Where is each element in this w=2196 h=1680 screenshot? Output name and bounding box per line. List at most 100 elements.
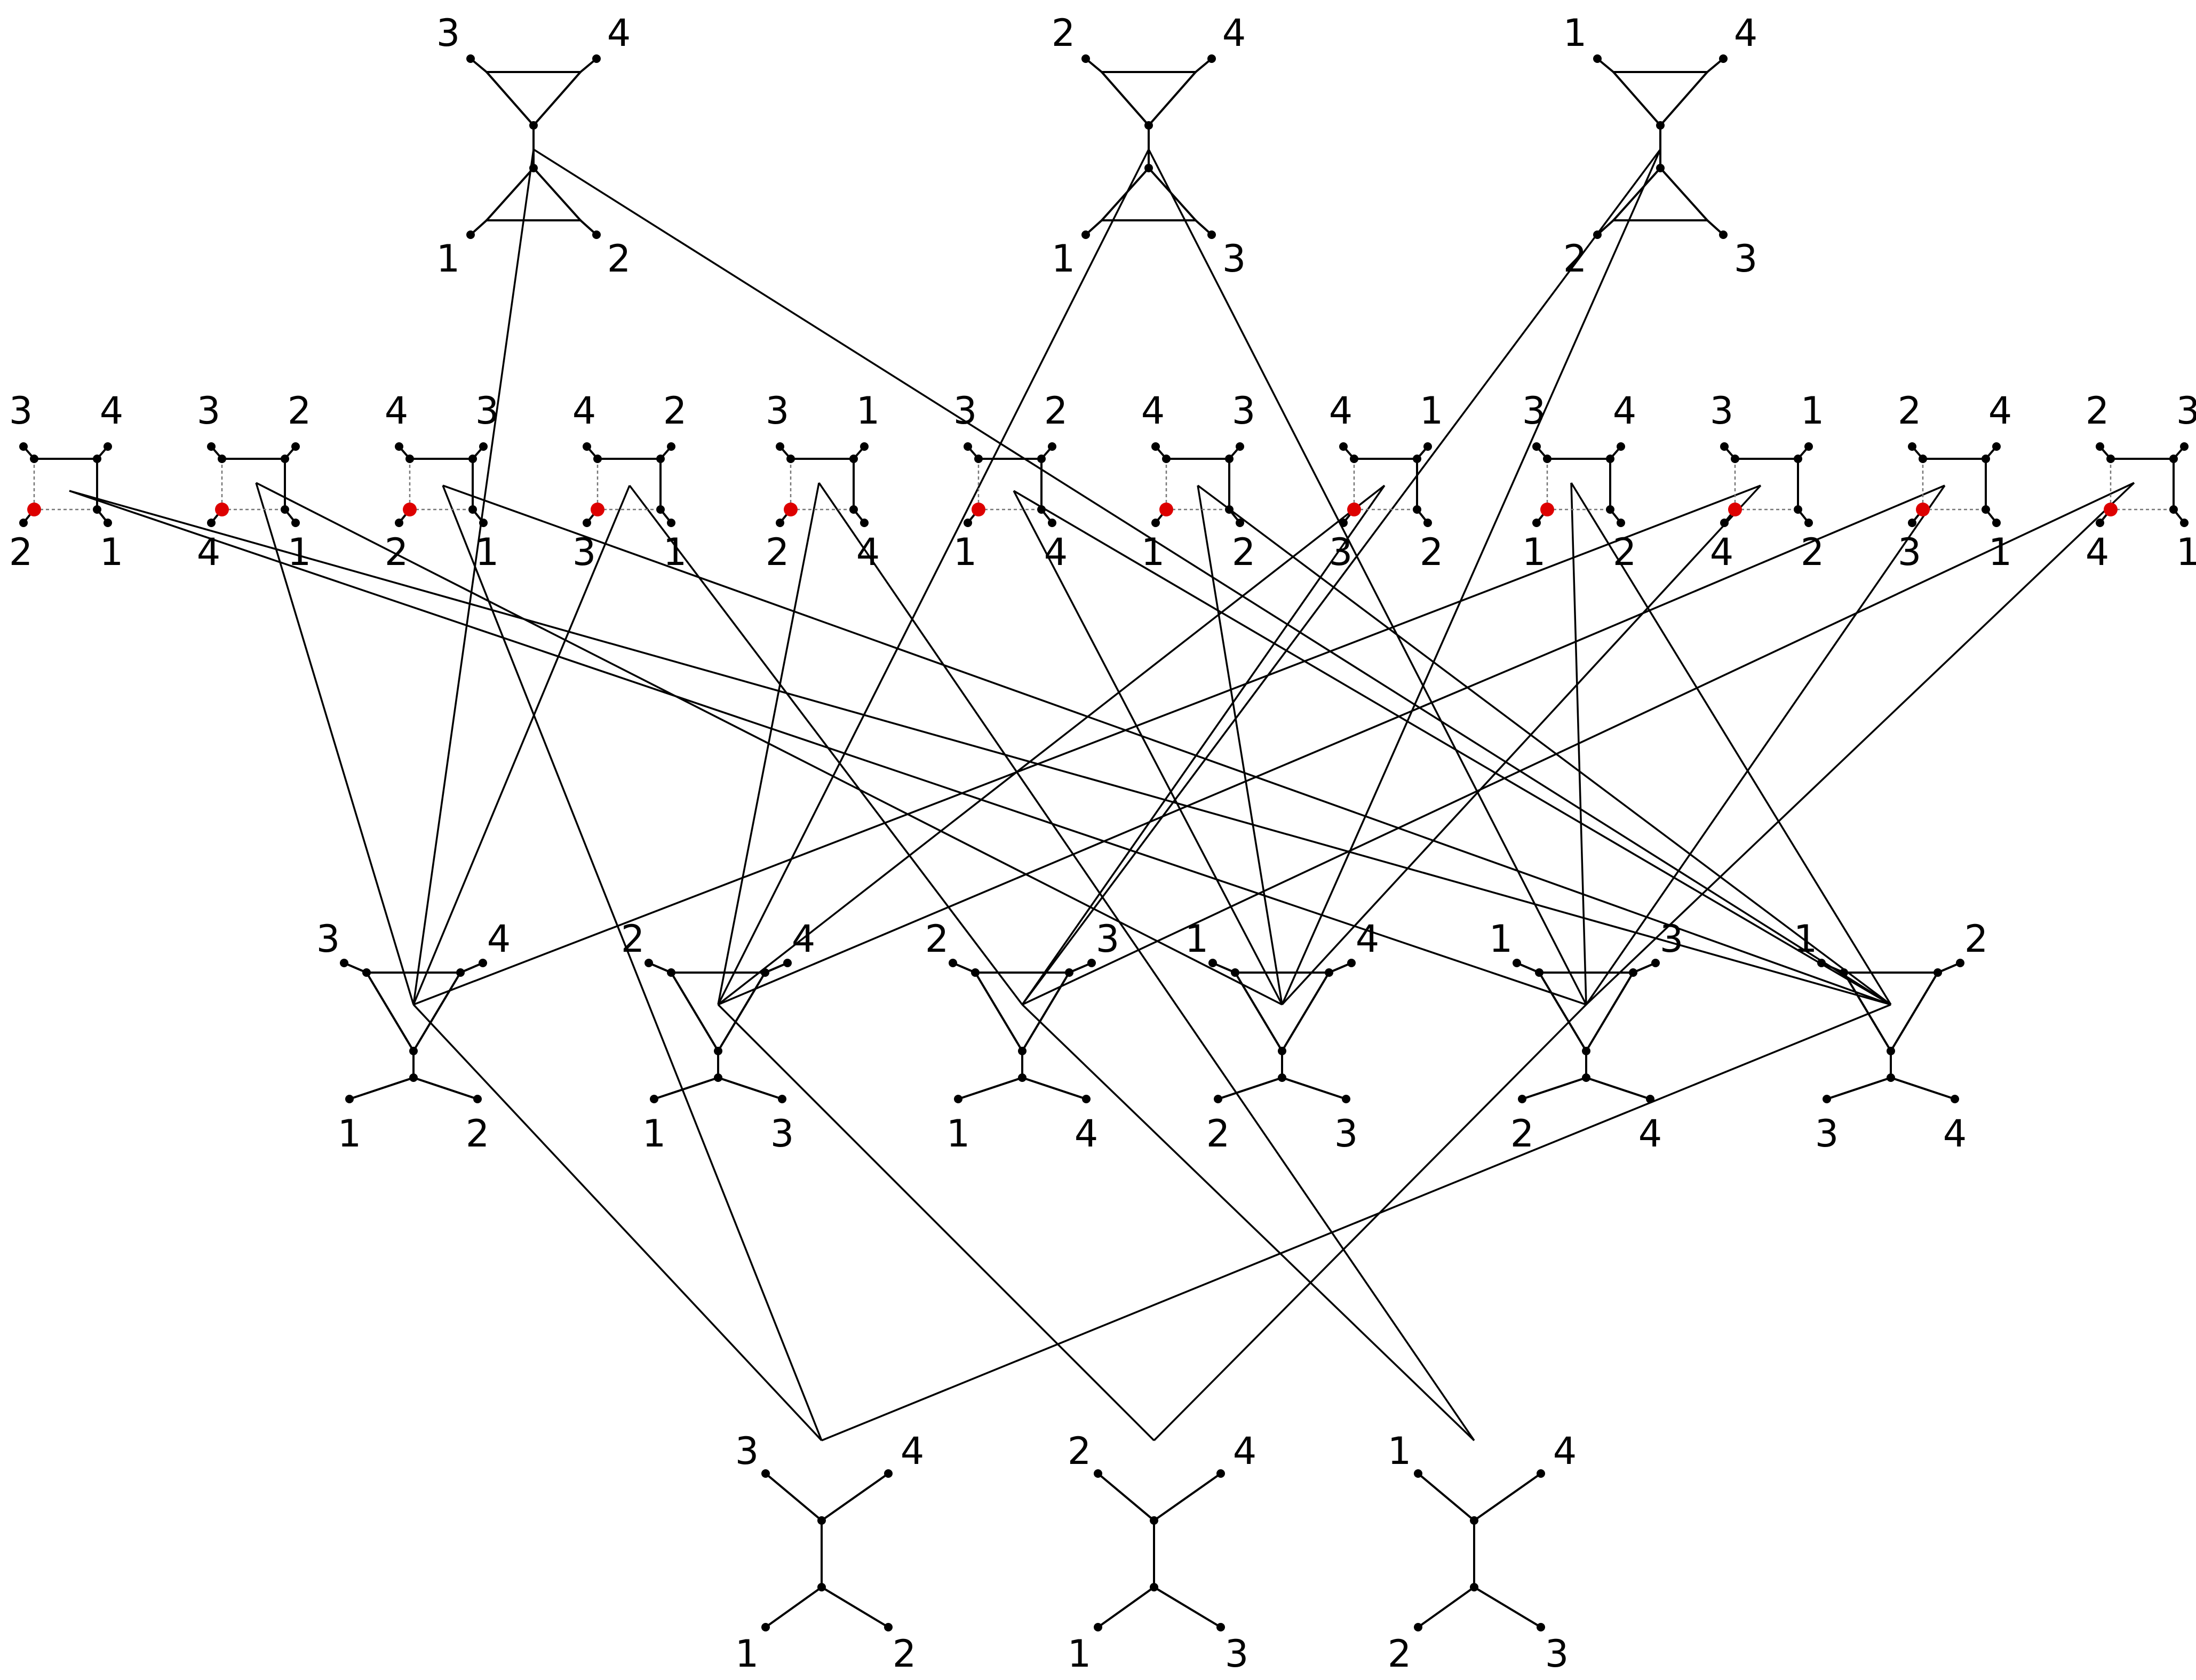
leaf-label: 3 [1096, 917, 1120, 961]
leaf-label: 3 [1734, 237, 1758, 281]
tree-node [714, 1073, 722, 1082]
tree-node [1144, 121, 1153, 130]
leaf-label: 1 [475, 530, 499, 574]
tree-node [468, 505, 477, 514]
leaf-label: 4 [1329, 389, 1353, 433]
leaf-label: 2 [1613, 530, 1637, 574]
leaf-label: 2 [1898, 389, 1922, 433]
connection-line [717, 149, 1150, 1005]
tree-node [1207, 230, 1216, 239]
tree-node [340, 959, 348, 967]
tree-node [1216, 1623, 1225, 1631]
tree-node [1731, 455, 1739, 463]
leaf-label: 3 [572, 530, 596, 574]
connection-line [255, 482, 415, 1005]
tree-node [1646, 1095, 1654, 1103]
tree-node [1887, 1047, 1895, 1055]
tree-node [884, 1623, 893, 1631]
leaf-label: 1 [642, 1112, 666, 1156]
tree-node [93, 505, 101, 514]
tree-node [1470, 1583, 1478, 1591]
connection-line [442, 484, 1891, 1006]
tree-node [1018, 1073, 1027, 1082]
tree-node [1048, 442, 1056, 451]
leaf-label: 4 [792, 917, 816, 961]
tree-node [593, 455, 602, 463]
tree-node [778, 1095, 786, 1103]
tree-edge [765, 1472, 823, 1522]
tree-node [776, 519, 784, 527]
leaf-label: 4 [1222, 11, 1246, 55]
tree-node [479, 959, 487, 967]
leaf-label: 2 [893, 1632, 917, 1676]
leaf-label: 1 [856, 389, 880, 433]
tree-edge [1417, 1586, 1475, 1628]
leaf-label: 2 [1510, 1112, 1534, 1156]
tree-edge [1890, 972, 1939, 1052]
tree-node [93, 455, 101, 463]
leaf-label: 2 [925, 917, 949, 961]
tree-node [1423, 442, 1432, 451]
tree-node [1719, 54, 1728, 63]
tree-node [1617, 519, 1625, 527]
marked-node [1916, 503, 1930, 516]
tree-node [964, 519, 972, 527]
connection-line [718, 484, 1945, 1006]
tree-edge [348, 1077, 415, 1100]
tree-node [1236, 442, 1244, 451]
tree-node [2096, 442, 2104, 451]
leaf-label: 3 [766, 389, 790, 433]
tree-node [1651, 959, 1660, 967]
leaf-label: 2 [1420, 530, 1444, 574]
marked-node [215, 503, 229, 516]
tree-node [667, 442, 675, 451]
tree-node [1150, 1516, 1158, 1525]
leaf-label: 1 [735, 1632, 759, 1676]
tree-edge [974, 972, 1023, 1052]
tree-node [1720, 519, 1729, 527]
tree-node [583, 519, 591, 527]
leaf-label: 2 [607, 237, 631, 281]
tree-node [468, 455, 477, 463]
tree-node [362, 968, 371, 977]
tree-node [860, 519, 869, 527]
tree-node [1513, 959, 1521, 967]
tree-node [405, 455, 414, 463]
tree-edge [821, 1472, 889, 1522]
tree-node [1908, 442, 1916, 451]
leaf-label: 2 [288, 389, 312, 433]
tree-node [1151, 442, 1160, 451]
tree-node [1992, 442, 2001, 451]
connection-line [1281, 149, 1661, 1005]
tree-node [1794, 455, 1802, 463]
tree-edge [1101, 71, 1150, 126]
leaf-label: 3 [1660, 917, 1684, 961]
leaf-label: 1 [946, 1112, 970, 1156]
tree-node [1804, 519, 1813, 527]
tree-node [1582, 1047, 1590, 1055]
marked-node [972, 503, 985, 516]
tree-node [291, 519, 300, 527]
tree-node [409, 1073, 418, 1082]
leaf-label: 1 [100, 530, 124, 574]
tree-node [1532, 519, 1541, 527]
tree-node [1817, 959, 1826, 967]
tree-edge [1281, 1077, 1347, 1100]
tree-node [1214, 1095, 1222, 1103]
leaf-label: 3 [735, 1429, 759, 1473]
leaf-label: 2 [466, 1112, 490, 1156]
tree-edge [1612, 167, 1661, 221]
tree-edge [1217, 1077, 1283, 1100]
tree-node [1339, 519, 1348, 527]
connection-line [1148, 149, 1587, 1005]
